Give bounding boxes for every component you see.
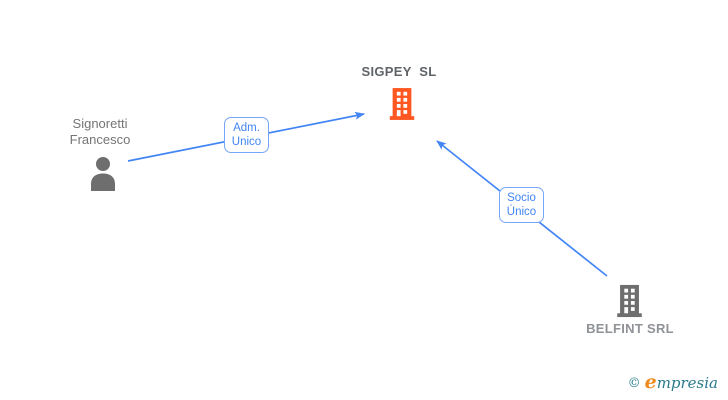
- copyright-icon: ©: [627, 376, 641, 391]
- brand-rest: mpresia: [656, 374, 718, 392]
- company-name-belfint: BELFINT SRL: [586, 321, 674, 336]
- building-icon-belfint[interactable]: [614, 284, 645, 318]
- person-name: Signoretti Francesco: [69, 116, 131, 147]
- company-name-sigpey: SIGPEY SL: [361, 64, 437, 79]
- edge-label-socio-unico: Socio Único: [499, 187, 544, 223]
- person-icon[interactable]: [87, 155, 119, 192]
- building-icon-sigpey[interactable]: [387, 86, 417, 122]
- brand-initial: e: [644, 371, 657, 393]
- empresia-logo[interactable]: ©empresia: [628, 371, 718, 393]
- edge-label-adm-unico: Adm. Unico: [224, 117, 269, 153]
